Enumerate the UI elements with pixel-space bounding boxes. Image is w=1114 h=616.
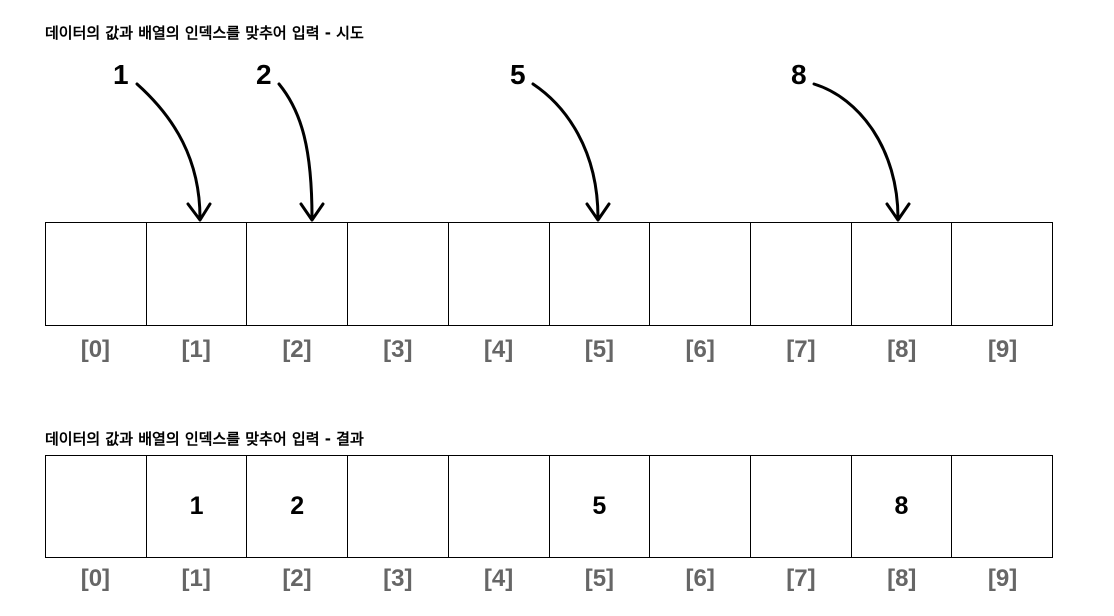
arrow-8: 8 bbox=[791, 59, 911, 222]
index-label: [0] bbox=[80, 336, 111, 363]
array-cell bbox=[650, 456, 751, 557]
array-cell bbox=[952, 223, 1052, 325]
index-label: [6] bbox=[685, 565, 715, 592]
arrow-head bbox=[885, 202, 911, 222]
array-cell bbox=[46, 456, 147, 557]
array-cell bbox=[751, 456, 852, 557]
arrow-head bbox=[299, 202, 325, 222]
bottom-section-title: 데이터의 값과 배열의 인덱스를 맞추어 입력 - 결과 bbox=[45, 430, 364, 448]
index-label: [5] bbox=[584, 336, 615, 363]
bottom-array: 1 2 5 8 bbox=[45, 455, 1053, 558]
array-cell: 2 bbox=[247, 456, 349, 557]
index-label: [2] bbox=[282, 336, 312, 363]
index-label: [3] bbox=[383, 336, 413, 363]
index-label: [7] bbox=[786, 565, 816, 592]
top-array bbox=[45, 222, 1053, 326]
array-cell: 8 bbox=[852, 456, 953, 557]
index-label: [1] bbox=[181, 565, 211, 592]
index-label: [7] bbox=[786, 336, 816, 363]
bottom-index-labels: [0] [1] [2] [3] [4] [5] [6] [7] [8] [9] bbox=[45, 565, 1053, 593]
arrow-curve bbox=[812, 82, 900, 220]
array-cell bbox=[348, 456, 449, 557]
array-cell: 5 bbox=[550, 456, 651, 557]
array-cell bbox=[46, 223, 147, 325]
top-index-labels: [0] [1] [2] [3] [4] [5] [6] [7] [8] [9] bbox=[45, 336, 1053, 364]
index-label: [2] bbox=[282, 565, 312, 592]
index-label: [3] bbox=[383, 565, 413, 592]
array-cell bbox=[550, 223, 651, 325]
index-label: [6] bbox=[685, 336, 715, 363]
index-label: [0] bbox=[80, 565, 111, 592]
arrow-curve bbox=[531, 82, 600, 220]
arrow-5: 5 bbox=[510, 59, 611, 222]
index-label: [9] bbox=[987, 336, 1018, 363]
arrow-head bbox=[186, 202, 212, 222]
arrow-label: 1 bbox=[113, 59, 129, 90]
array-cell bbox=[852, 223, 953, 325]
array-cell bbox=[449, 456, 550, 557]
arrow-1: 1 bbox=[113, 59, 212, 222]
array-cell bbox=[449, 223, 550, 325]
array-cell bbox=[952, 456, 1052, 557]
index-label: [8] bbox=[887, 565, 917, 592]
index-label: [1] bbox=[181, 336, 211, 363]
index-label: [9] bbox=[987, 565, 1018, 592]
index-label: [8] bbox=[887, 336, 917, 363]
array-cell bbox=[650, 223, 751, 325]
arrow-label: 8 bbox=[791, 59, 807, 90]
arrow-label: 2 bbox=[256, 59, 272, 90]
array-cell bbox=[147, 223, 248, 325]
top-section-title: 데이터의 값과 배열의 인덱스를 맞추어 입력 - 시도 bbox=[45, 24, 364, 42]
index-label: [5] bbox=[584, 565, 615, 592]
index-label: [4] bbox=[483, 336, 514, 363]
arrow-label: 5 bbox=[510, 59, 526, 90]
array-cell bbox=[751, 223, 852, 325]
arrow-head bbox=[585, 202, 611, 222]
index-label: [4] bbox=[483, 565, 514, 592]
array-cell bbox=[348, 223, 449, 325]
arrow-curve bbox=[277, 82, 314, 220]
arrow-curve bbox=[135, 82, 202, 220]
array-cell: 1 bbox=[147, 456, 248, 557]
arrow-2: 2 bbox=[256, 59, 325, 222]
array-cell bbox=[247, 223, 349, 325]
